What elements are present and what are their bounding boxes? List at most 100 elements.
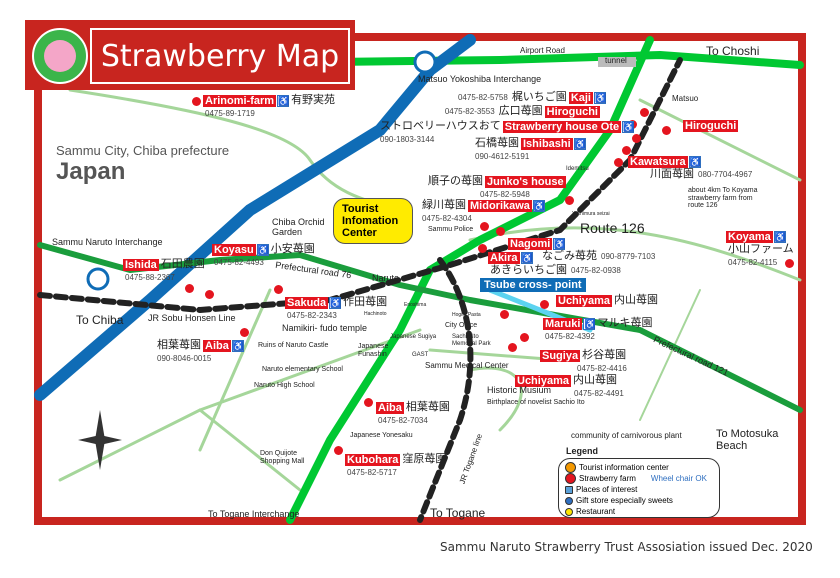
- strawberry-farm-marker: [274, 285, 283, 294]
- strawberry-farm-marker: [622, 146, 631, 155]
- strawberry-farm-marker: [662, 126, 671, 135]
- strawberry-farm-marker: [614, 158, 623, 167]
- place-label: Naruto: [372, 273, 400, 283]
- farm-name: Nagomi: [508, 237, 553, 250]
- strawberry-farm-marker: [640, 108, 649, 117]
- farm-label-row: 0475-82-4115: [726, 256, 796, 269]
- strawberry-farm-marker: [334, 446, 343, 455]
- place-label: Sammu Police: [428, 226, 474, 233]
- legend-symbol-icon: [565, 507, 573, 516]
- farm-label-row: 0475-82-4392: [543, 330, 654, 343]
- minor-road: [639, 289, 701, 421]
- farm-phone: 0475-82-5758: [457, 93, 508, 103]
- farm-label-row: Nagomi♿: [508, 237, 657, 250]
- farm-phone: 0475-82-4416: [577, 364, 627, 374]
- farm-name: Hiroguchi: [544, 105, 600, 118]
- compass-icon: [78, 410, 122, 470]
- strawberry-farm-marker: [540, 300, 549, 309]
- farm-phone: 0475-82-4392: [545, 332, 595, 342]
- strawberry-farm-marker: [478, 244, 487, 253]
- farm-name: Sugiya: [540, 349, 581, 362]
- farm-phone: 0475-82-3553: [444, 107, 495, 117]
- place-label: about 4km To Koyama strawberry farm from…: [688, 187, 758, 210]
- place-label: Japanese Yonesaku: [350, 432, 413, 439]
- farm-label[interactable]: Hiroguchi: [683, 119, 739, 132]
- place-label: Sammu Naruto Interchange: [52, 237, 163, 247]
- place-label: Don Quijote Shopping Mall: [260, 450, 305, 465]
- farm-jp-name: あきらいちご園: [490, 264, 567, 277]
- farm-phone: 0475-88-2367: [125, 273, 175, 283]
- farm-label-row: Akira♿: [488, 251, 623, 264]
- legend-symbol-icon: [565, 473, 576, 484]
- farm-name: Aiba: [203, 339, 231, 352]
- farm-label-row: Maruki♿マルキ苺園: [543, 317, 654, 330]
- legend-label: Places of interest: [576, 485, 638, 494]
- farm-label-row: 0475-82-4493: [212, 256, 317, 269]
- wheelchair-icon: ♿: [277, 94, 290, 107]
- farm-label-row: Koyasu♿小安苺園: [212, 243, 317, 256]
- farm-label-row: 0475-82-4304: [420, 212, 545, 225]
- strawberry-farm-marker: [785, 259, 794, 268]
- strawberry-farm-marker: [520, 333, 529, 342]
- wheelchair-icon: ♿: [583, 317, 596, 330]
- farm-jp-name: 小安苺園: [270, 243, 315, 256]
- farm-label[interactable]: Arinomi-farm♿有野実苑 0475-89-1719: [203, 94, 337, 120]
- farm-label-row: Sakuda♿作田苺園: [285, 296, 389, 309]
- farm-name: Maruki: [543, 317, 583, 330]
- farm-name: Aiba: [376, 401, 404, 414]
- farm-label[interactable]: Maruki♿マルキ苺園 0475-82-4392: [543, 317, 654, 343]
- farm-name: Sakuda: [285, 296, 329, 309]
- place-label: community of carnivorous plant: [571, 431, 682, 440]
- matsuo-yokoshiba-interchange-icon: [413, 50, 437, 74]
- place-label: To Chiba: [76, 313, 124, 327]
- place-label: Matsuo: [672, 94, 699, 103]
- strawberry-farm-marker: [565, 196, 574, 205]
- farm-label-row: Arinomi-farm♿有野実苑: [203, 94, 337, 107]
- farm-label-row: Koyama♿: [726, 230, 796, 243]
- minor-road: [198, 408, 302, 492]
- farm-phone: 0475-82-4115: [728, 258, 778, 268]
- farm-phone: 0475-82-4304: [422, 214, 472, 224]
- farm-phone: 0475-89-1719: [205, 109, 255, 119]
- wheelchair-icon: ♿: [532, 199, 546, 212]
- farm-name: Arinomi-farm: [203, 94, 277, 107]
- farm-label-row: Hiroguchi: [683, 119, 739, 132]
- farm-jp-name: 内山苺園: [613, 294, 658, 307]
- minor-road: [68, 88, 402, 212]
- route-126: [286, 36, 654, 524]
- wheelchair-icon: ♿: [622, 120, 635, 133]
- farm-name: Uchiyama: [556, 294, 612, 307]
- place-label: Hachinoto: [364, 311, 387, 317]
- region-subtitle: Sammu City, Chiba prefecture: [56, 143, 230, 158]
- tourist-information-center[interactable]: Tourist Infomation Center: [333, 198, 413, 244]
- wheelchair-icon: ♿: [231, 339, 245, 352]
- farm-phone: 090-4612-5191: [475, 152, 530, 162]
- legend-label: Restaurant: [576, 507, 616, 516]
- farm-label-row: 090-1803-3144: [378, 133, 634, 146]
- farm-label-row: 0475-82-4416: [575, 362, 629, 375]
